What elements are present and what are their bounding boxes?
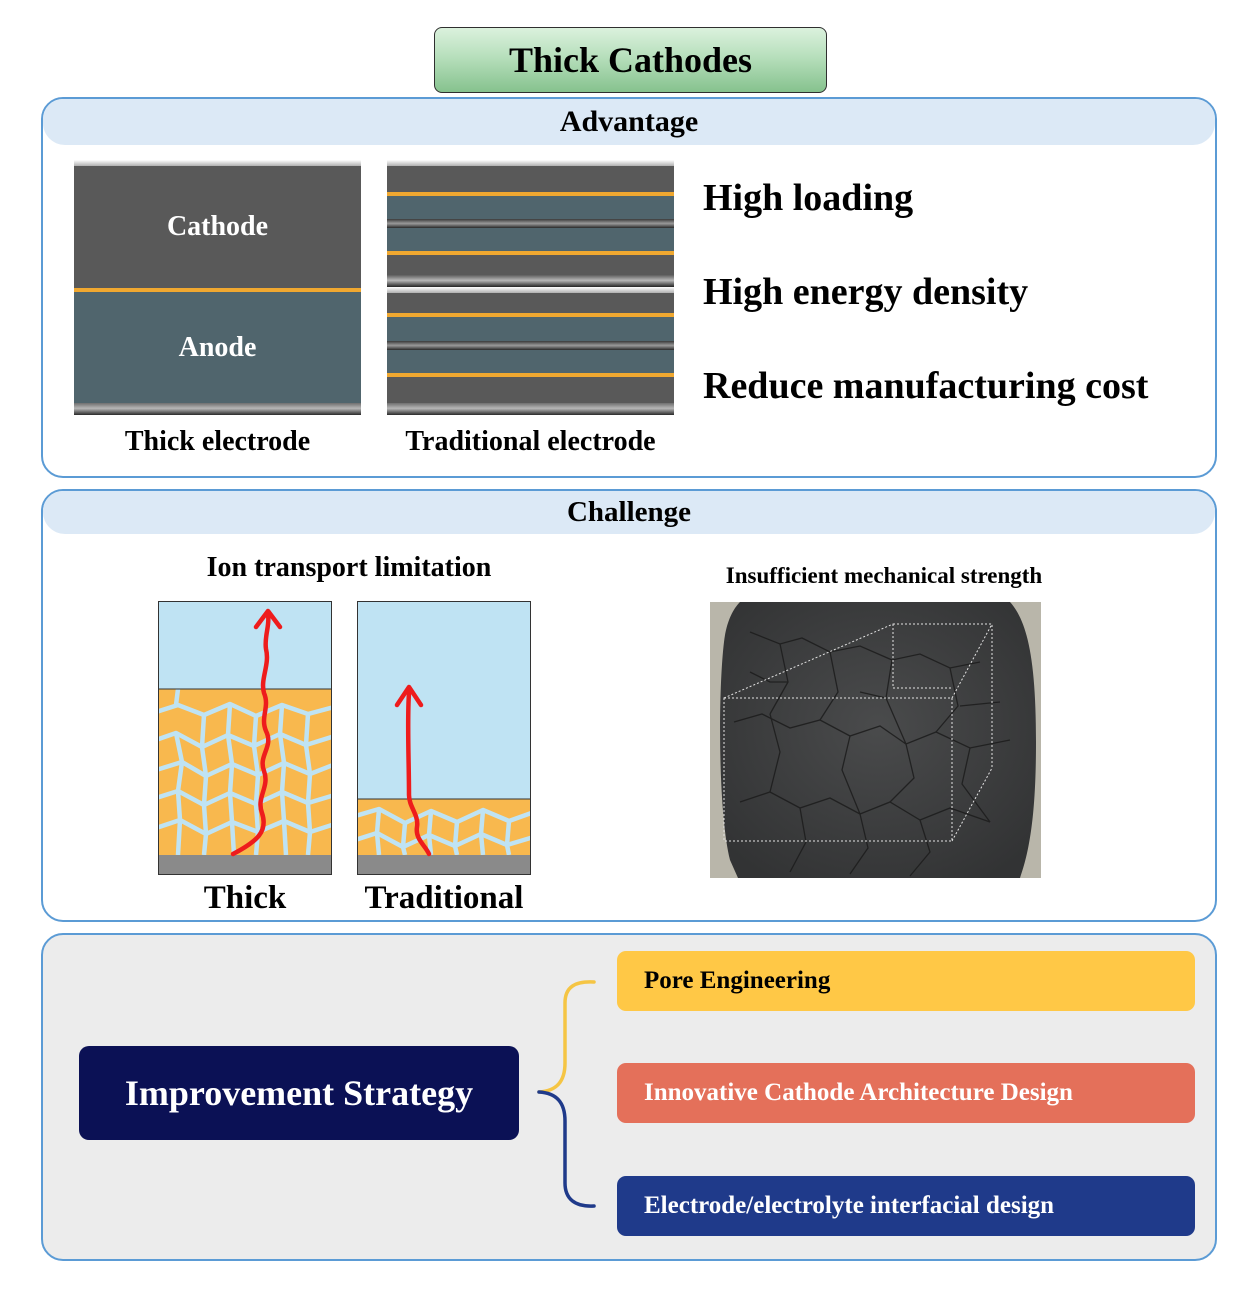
challenge-header: Challenge [43,491,1215,534]
traditional-caption: Traditional [364,879,524,916]
ion-path-arrow [405,690,432,857]
challenge-panel: Challenge Ion transport limitation [41,489,1217,922]
mechanical-strength-title: Insufficient mechanical strength [725,563,1043,588]
advantage-heading: Advantage [559,105,699,138]
cracked-electrode-image [710,602,1041,878]
option-pore-engineering: Pore Engineering [617,951,1195,1011]
option-label: Innovative Cathode Architecture Design [644,1079,1073,1106]
title-box: Thick Cathodes [434,27,827,93]
ion-transport-title: Ion transport limitation [206,552,492,583]
anode-label: Anode [178,331,257,363]
traditional-electrode-caption: Traditional electrode [405,426,656,457]
current-collector [74,288,361,292]
bracket-lower [537,1090,596,1208]
option-label: Pore Engineering [644,967,831,994]
ion-path-arrow [230,612,271,857]
option-label: Electrode/electrolyte interfacial design [644,1192,1055,1219]
strategy-bracket [537,980,596,1208]
cathode-label: Cathode [166,211,269,242]
thick-electrode-illustration: Cathode Anode [74,160,361,415]
cathode-layer: Cathode [74,166,361,288]
improvement-strategy-box: Improvement Strategy [79,1046,519,1140]
thick-electrode-caption: Thick electrode [124,426,311,457]
advantage-panel: Advantage Cathode Anode Thick electrode [41,97,1217,478]
ion-transport-thick-diagram [158,601,332,875]
thick-caption: Thick [203,879,287,916]
benefit-high-loading: High loading [703,177,914,219]
benefit-high-energy-density: High energy density [703,271,1029,313]
improvement-strategy-label: Improvement Strategy [124,1073,474,1113]
active-material [357,799,531,855]
anode-layer: Anode [74,292,361,403]
diagram-title: Thick Cathodes [508,40,753,80]
option-cathode-architecture: Innovative Cathode Architecture Design [617,1063,1195,1123]
current-collector [158,855,332,874]
electrolyte-region [158,601,332,689]
advantage-header: Advantage [43,99,1215,145]
ion-transport-traditional-diagram [357,601,531,875]
benefit-reduce-cost: Reduce manufacturing cost [703,365,1149,407]
challenge-heading: Challenge [566,496,692,528]
option-interfacial-design: Electrode/electrolyte interfacial design [617,1176,1195,1236]
bracket-upper [537,980,596,1094]
current-collector [357,855,531,874]
electrolyte-region [357,601,531,799]
traditional-electrode-illustration [387,160,674,415]
